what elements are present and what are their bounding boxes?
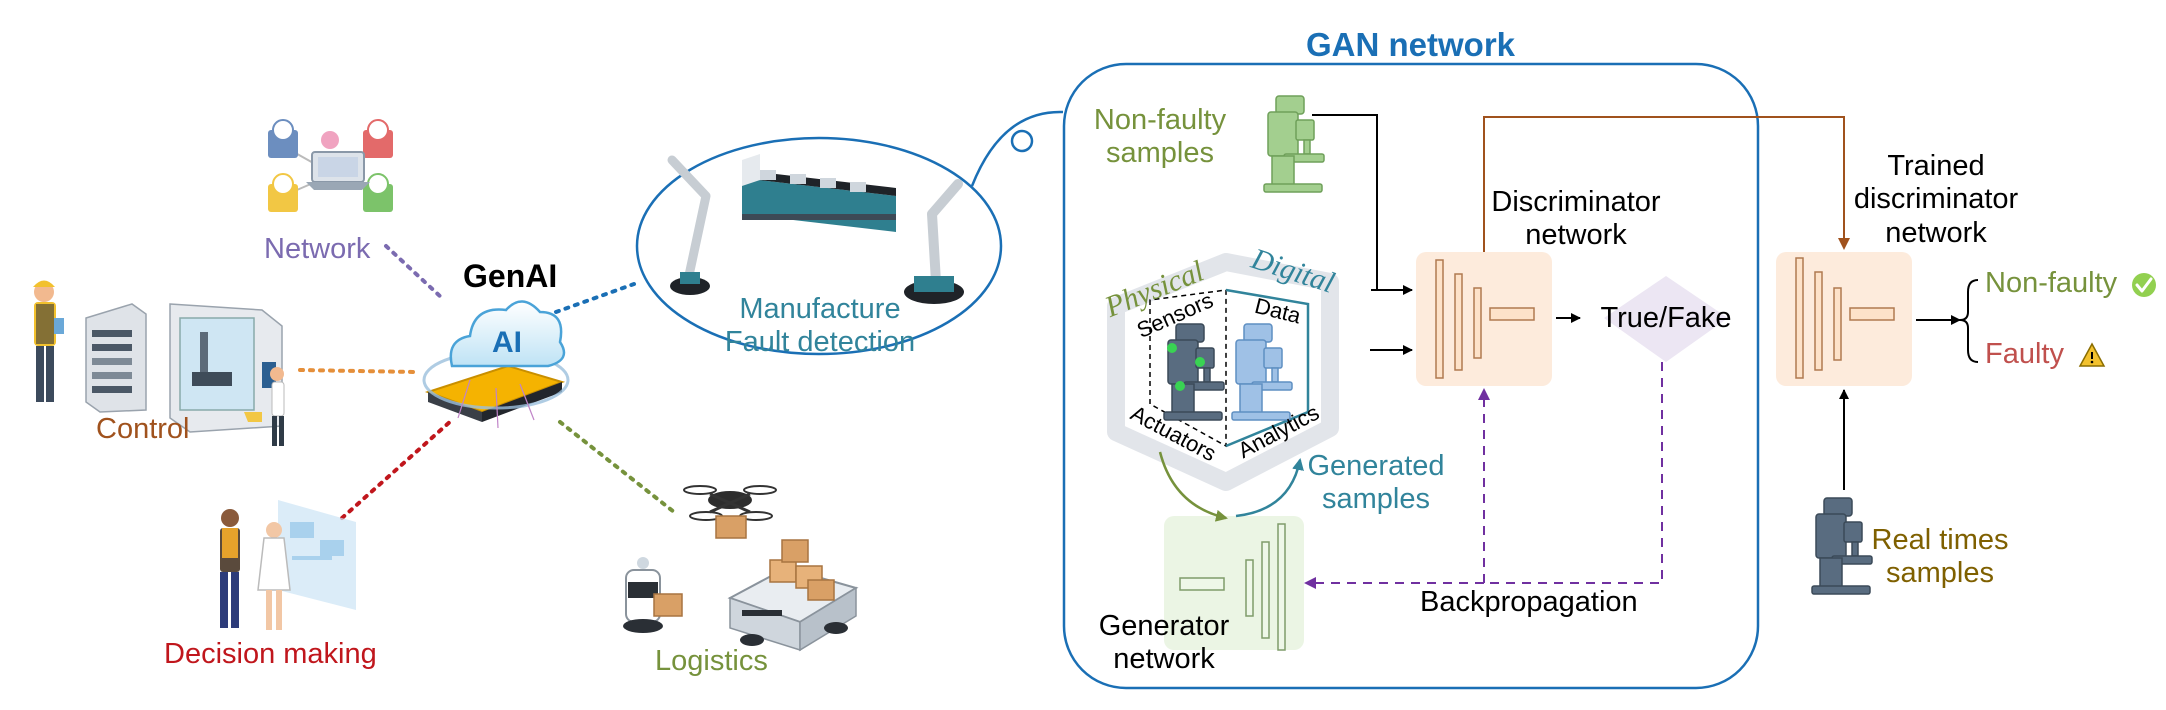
nonfaulty-line1: Non-faulty [1093, 104, 1227, 136]
discriminator-line1: Discriminator [1491, 186, 1661, 218]
realtime-samples-label: Real times samples [1860, 524, 2020, 591]
team-hologram-icon [220, 500, 356, 630]
network-label: Network [264, 233, 371, 265]
discriminator-network-label: Discriminator network [1476, 186, 1676, 253]
decision-making-label: Decision making [164, 638, 377, 670]
trained-line2: discriminator [1853, 183, 2019, 216]
generated-samples-label: Generated samples [1296, 450, 1456, 517]
nonfaulty-output-label: Non-faulty [1985, 267, 2118, 299]
cargo-vehicle-icon [727, 539, 859, 652]
worker-icon [33, 280, 64, 402]
check-icon [2132, 273, 2156, 297]
nonfaulty-line2: samples [1106, 137, 1214, 170]
robot-arm-icon [667, 155, 964, 304]
trained-line3: network [1885, 216, 1987, 249]
ai-label: AI [492, 326, 522, 359]
manufacture-label: Manufacture Fault detection [700, 293, 940, 360]
server-rack-icon [85, 303, 147, 413]
realtime-line1: Real times [1871, 524, 2009, 556]
generator-network-label: Generator network [1076, 610, 1252, 677]
realtime-line2: samples [1886, 557, 1994, 590]
manufacture-line: Manufacture [739, 293, 901, 325]
generated-line2: samples [1322, 483, 1430, 516]
conveyor-icon [742, 154, 896, 232]
network-nodes-icon [268, 119, 393, 212]
backpropagation-label: Backpropagation [1420, 586, 1638, 618]
gan-network-title: GAN network [1306, 26, 1516, 63]
cnc-cabinet-icon [169, 303, 285, 446]
milling-machine-icon [1163, 323, 1225, 421]
milling-machine-icon [1231, 323, 1293, 421]
trained-discriminator-label: Trained discriminator network [1836, 150, 2036, 250]
drone-icon [683, 485, 777, 539]
milling-machine-icon [1263, 95, 1325, 193]
faulty-output-label: Faulty [1985, 338, 2064, 370]
logistics-label: Logistics [655, 645, 768, 677]
control-label: Control [96, 413, 190, 445]
fault-detection-line: Fault detection [724, 326, 916, 359]
ai-cloud-platform-icon [422, 300, 570, 429]
discriminator-line2: network [1525, 219, 1627, 252]
genai-label: GenAI [463, 258, 558, 294]
generated-line1: Generated [1307, 450, 1445, 482]
generator-line1: Generator [1098, 610, 1230, 642]
trained-line1: Trained [1887, 150, 1985, 182]
nonfaulty-samples-label: Non-faulty samples [1080, 104, 1240, 171]
generator-line2: network [1113, 643, 1215, 676]
warning-icon [2078, 342, 2106, 367]
true-fake-label: True/Fake [1600, 302, 1732, 334]
delivery-robot-icon [623, 557, 683, 633]
digital-label: Digital [1246, 242, 1338, 300]
